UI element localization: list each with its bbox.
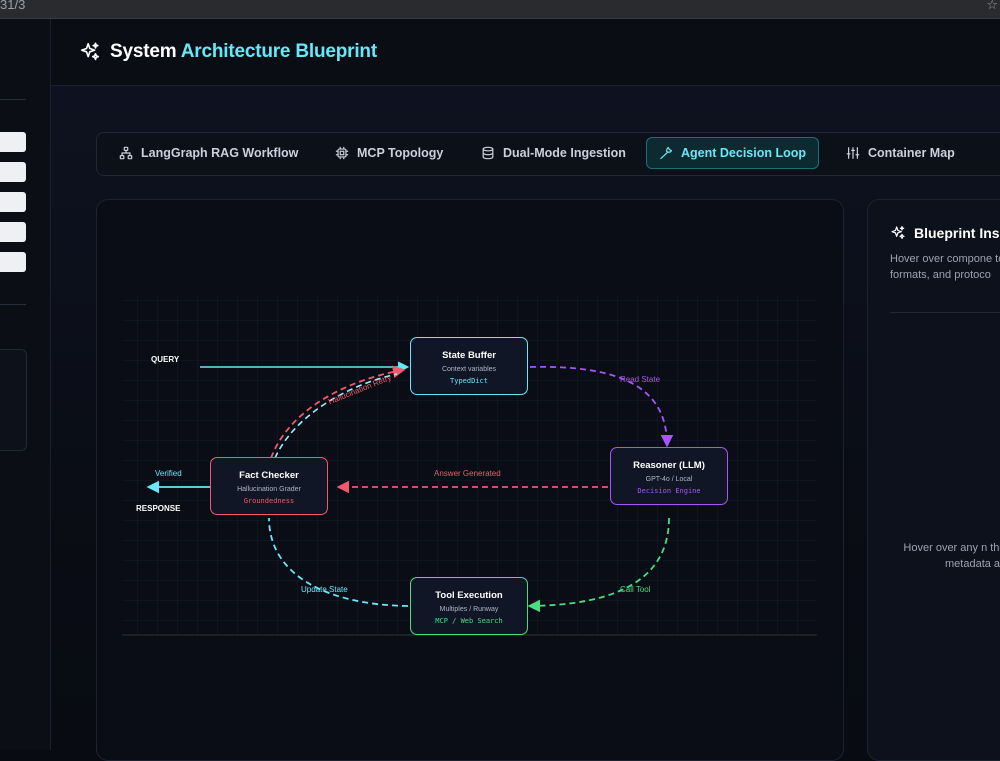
agent-loop-diagram [122,295,817,636]
page-title-accent: Architecture Blueprint [180,41,377,62]
tab-mcp-topology[interactable]: MCP Topology [323,137,455,169]
bookmark-star-icon[interactable]: ☆ [986,0,998,12]
tab-dual-mode-ingestion[interactable]: Dual-Mode Ingestion [469,137,638,169]
hierarchy-icon [119,146,133,160]
label-answer-generated: Answer Generated [434,469,501,478]
left-panel-divider [0,99,26,100]
node-code: Groundedness [243,497,295,505]
left-panel-input-1[interactable] [0,132,26,152]
node-reasoner[interactable]: Reasoner (LLM) GPT-4o / Local Decision E… [610,447,728,505]
page-header: System Architecture Blueprint [51,19,1000,86]
label-query: QUERY [151,355,180,364]
inspector-divider [890,312,1000,313]
node-title: Reasoner (LLM) [633,460,705,471]
edge-retry-overlay [274,373,398,459]
node-tool-execution[interactable]: Tool Execution Multiples / Runway MCP / … [410,577,528,635]
node-code: MCP / Web Search [435,617,503,625]
node-subtitle: GPT-4o / Local [645,476,693,483]
node-title: Tool Execution [435,590,503,601]
inspector-empty-state: Hover over any n the diagram to metadata… [903,542,1000,570]
sliders-icon [846,147,860,159]
edge-update-state [268,517,409,607]
left-panel-input-5[interactable] [0,252,26,272]
tab-label: Agent Decision Loop [681,146,806,160]
blueprint-inspector-panel: Blueprint Ins Hover over compone to insp… [867,199,1000,761]
left-panel-card [0,349,27,451]
tab-container-map[interactable]: Container Map [834,137,967,169]
sparkles-icon [80,42,100,61]
label-update-state: Update State [301,585,348,594]
node-fact-checker[interactable]: Fact Checker Hallucination Grader Ground… [210,457,328,515]
browser-top-bar: 31/3 ☆ [0,0,1000,19]
node-code: Decision Engine [637,487,701,495]
label-read-state: Read State [620,375,661,384]
database-icon [482,146,494,160]
edge-read-state [529,365,674,448]
label-response: RESPONSE [136,504,181,513]
left-side-panel [0,19,51,750]
label-call-tool: Call Tool [620,585,651,594]
node-code: TypedDict [450,377,488,385]
edge-hallucination-retry [270,365,406,459]
left-panel-input-4[interactable] [0,222,26,242]
main-content: LangGraph RAG Workflow MCP Topology Dual… [51,86,1000,761]
tab-label: Container Map [868,146,955,160]
chip-icon [335,146,349,160]
inspector-title: Blueprint Ins [890,225,1000,241]
tab-label: Dual-Mode Ingestion [503,146,626,160]
left-panel-input-3[interactable] [0,192,26,212]
label-verified: Verified [155,469,182,478]
tab-agent-decision-loop[interactable]: Agent Decision Loop [646,137,819,169]
tab-label: LangGraph RAG Workflow [141,146,299,160]
node-subtitle: Multiples / Runway [439,606,499,613]
diagram-canvas-card: State Buffer Context variables TypedDict… [96,199,844,761]
left-panel-divider [0,304,26,305]
sparkles-icon [891,226,905,239]
wrench-icon [660,146,673,160]
node-subtitle: Hallucination Grader [237,486,301,493]
page-title: System Architecture Blueprint [110,41,377,63]
tab-label: MCP Topology [357,146,444,160]
node-title: Fact Checker [239,470,299,481]
page-title-plain: System [110,41,177,62]
browser-title-fragment: 31/3 [0,0,26,12]
tab-bar: LangGraph RAG Workflow MCP Topology Dual… [96,132,1000,176]
node-title: State Buffer [442,350,496,361]
edge-call-tool [527,517,670,613]
node-subtitle: Context variables [441,366,497,373]
tab-langgraph-rag-workflow[interactable]: LangGraph RAG Workflow [107,137,310,169]
node-state-buffer[interactable]: State Buffer Context variables TypedDict [410,337,528,395]
inspector-description: Hover over compone to inspect real-time … [890,253,1000,281]
inspector-title-text: Blueprint Ins [914,225,1000,241]
left-panel-input-2[interactable] [0,162,26,182]
